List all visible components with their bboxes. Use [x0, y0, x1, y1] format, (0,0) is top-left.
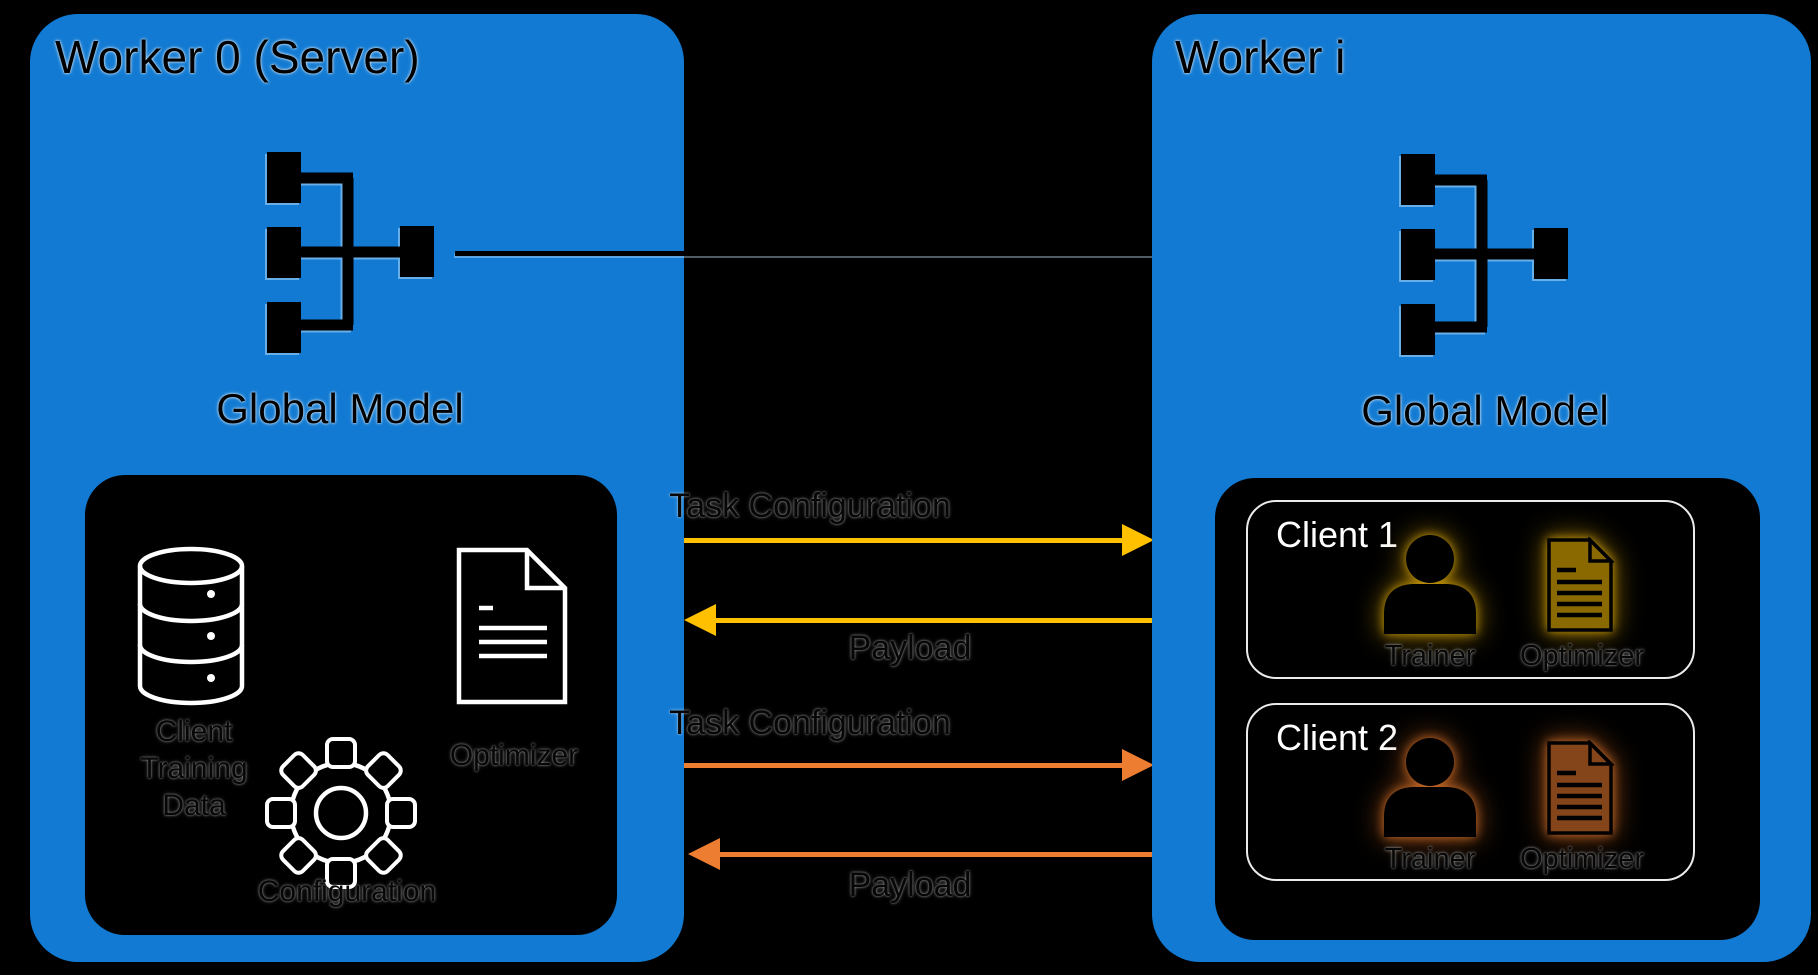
neural-network-icon — [1401, 154, 1568, 355]
payload-arrow-1 — [684, 604, 1152, 636]
worker-i-box: Worker i Global Model Client 1 — [1152, 14, 1811, 962]
neural-network-icon — [267, 152, 434, 353]
client-2-card: Client 2 Trainer — [1246, 703, 1695, 881]
trainer-label: Trainer — [1384, 843, 1476, 875]
person-icon — [1384, 535, 1476, 634]
task-configuration-label-2: Task Configuration — [669, 704, 951, 742]
trainer-label: Trainer — [1384, 640, 1476, 672]
payload-label-2: Payload — [848, 866, 972, 904]
global-model-label: Global Model — [1361, 387, 1609, 434]
person-icon — [1384, 738, 1476, 837]
document-icon — [1547, 740, 1614, 835]
document-icon — [456, 547, 568, 705]
gear-icon — [265, 737, 417, 889]
server-components-box: Client Training Data Optimizer — [85, 475, 617, 935]
client-1-name: Client 1 — [1276, 514, 1399, 555]
worker-0-title: Worker 0 (Server) — [55, 31, 420, 83]
client-training-data-label: Client Training Data — [140, 715, 248, 822]
configuration-label: Configuration — [257, 875, 437, 908]
payload-arrow-2 — [688, 838, 1152, 870]
database-icon — [137, 546, 245, 706]
client-2-name: Client 2 — [1276, 717, 1399, 758]
payload-label-1: Payload — [848, 629, 972, 667]
document-icon — [1547, 537, 1614, 632]
optimizer-label: Optimizer — [1519, 843, 1645, 875]
clients-box: Client 1 Trainer — [1215, 478, 1760, 940]
global-model-label: Global Model — [216, 385, 464, 432]
optimizer-label: Optimizer — [449, 739, 579, 772]
task-configuration-arrow-2 — [684, 749, 1154, 781]
task-configuration-label-1: Task Configuration — [669, 487, 951, 525]
worker-i-title: Worker i — [1175, 31, 1346, 83]
client-1-card: Client 1 Trainer — [1246, 500, 1695, 679]
task-configuration-arrow-1 — [684, 524, 1154, 556]
worker-0-server-box: Worker 0 (Server) Global Model — [30, 14, 684, 962]
optimizer-label: Optimizer — [1519, 640, 1645, 672]
